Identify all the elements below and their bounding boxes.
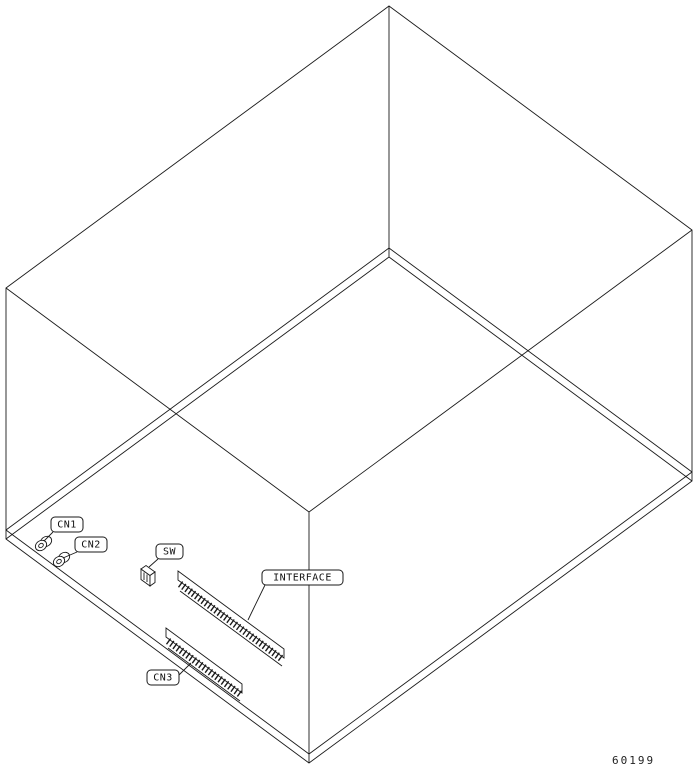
cn3-label-box bbox=[146, 669, 180, 686]
cn1-leader-line bbox=[43, 531, 54, 542]
cn3-label: CN3 bbox=[146, 669, 180, 686]
chassis-base-rim bbox=[5, 247, 693, 764]
sw-label: SW bbox=[155, 543, 184, 560]
cn3-label-text: CN3 bbox=[153, 673, 173, 684]
cn3-connector bbox=[165, 627, 243, 702]
chassis-wireframe bbox=[5, 5, 693, 755]
interface-leader-line bbox=[247, 584, 266, 621]
sw-label-text: SW bbox=[163, 547, 177, 558]
sw-label-box bbox=[155, 543, 184, 560]
cn1-label-text: CN1 bbox=[57, 520, 77, 531]
cn2-label-text: CN2 bbox=[81, 540, 101, 551]
cn1-connector bbox=[34, 535, 53, 552]
cn2-label-box bbox=[74, 536, 108, 553]
cn1-label: CN1 bbox=[50, 516, 84, 533]
interface-label: INTERFACE bbox=[261, 569, 344, 586]
cn2-label: CN2 bbox=[74, 536, 108, 553]
sw-dip-switch bbox=[140, 564, 156, 587]
figure-number: 60199 bbox=[612, 754, 655, 767]
interface-label-text: INTERFACE bbox=[273, 573, 332, 584]
interface-label-box bbox=[261, 569, 344, 586]
cn1-label-box bbox=[50, 516, 84, 533]
interface-connector bbox=[177, 570, 285, 667]
cn3-leader-line bbox=[178, 662, 192, 676]
sw-leader-line bbox=[148, 558, 159, 568]
cn2-leader-line bbox=[62, 551, 78, 559]
